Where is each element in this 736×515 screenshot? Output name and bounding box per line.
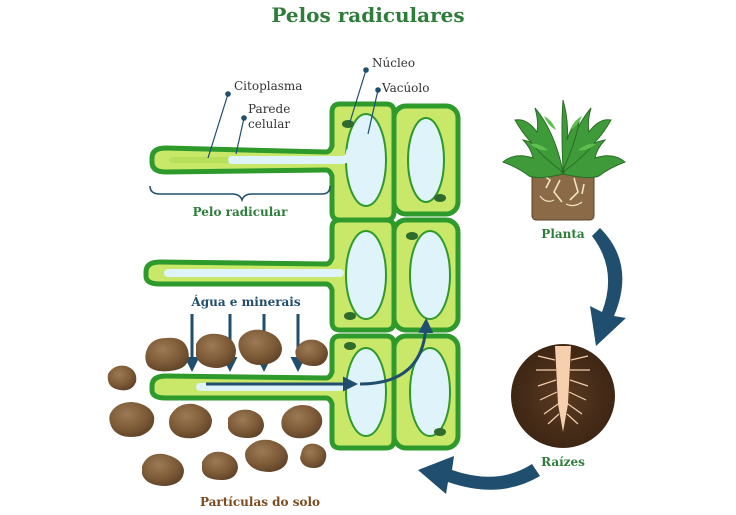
root-hair-brace: [149, 185, 331, 203]
label-cell-wall-1: Parede: [248, 102, 290, 116]
plant-icon: [502, 99, 626, 221]
root-hair-cell-3: [149, 333, 397, 451]
curved-arrow-return: [418, 456, 540, 494]
soil-particles: [107, 329, 328, 486]
label-soil-particles: Partículas do solo: [200, 495, 320, 509]
label-vacuole: Vacúolo: [381, 81, 429, 95]
root-hair-cell-1: [149, 101, 397, 223]
root-hair-cell-2: [143, 217, 397, 333]
label-cell-wall-2: celular: [248, 117, 290, 131]
label-roots: Raízes: [541, 455, 585, 469]
uptake-flow-arrows: [206, 318, 434, 392]
cell-grid: [391, 103, 461, 451]
label-plant: Planta: [541, 227, 585, 241]
label-water-minerals: Água e minerais: [190, 294, 300, 309]
root-cross-section-icon: [511, 344, 615, 448]
diagram-title: Pelos radiculares: [271, 3, 464, 27]
label-nucleus: Núcleo: [372, 56, 415, 70]
label-root-hair: Pelo radicular: [193, 205, 288, 219]
curved-arrow-icon: [590, 228, 626, 346]
leader-lines: [207, 67, 381, 159]
label-cytoplasm: Citoplasma: [234, 79, 302, 93]
